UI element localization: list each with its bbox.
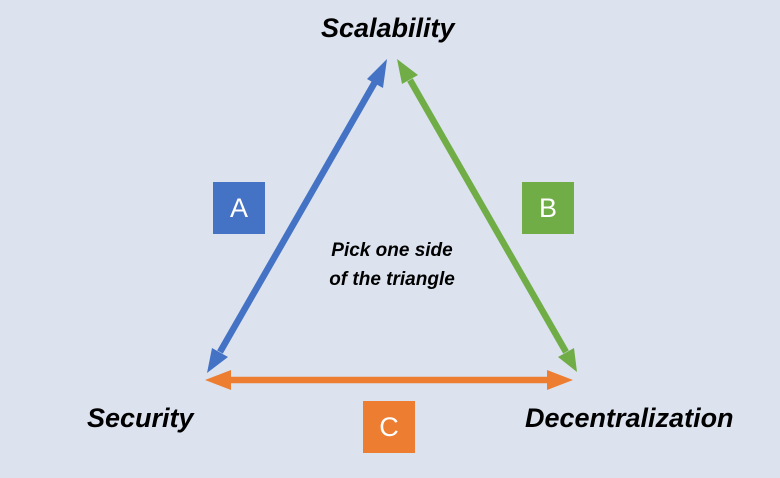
side-a-arrow — [207, 59, 387, 373]
side-c-arrowhead-right — [547, 370, 573, 390]
side-c-badge: C — [363, 401, 415, 453]
vertex-label-decentralization: Decentralization — [525, 403, 734, 433]
side-b-badge: B — [522, 182, 574, 234]
side-a-badge: A — [213, 182, 265, 234]
vertex-label-scalability: Scalability — [321, 13, 455, 43]
vertex-label-security: Security — [87, 403, 194, 433]
side-b-arrowhead-top — [397, 59, 418, 84]
side-c-arrowhead-left — [205, 370, 231, 390]
side-b-arrowhead-bottom — [558, 348, 577, 372]
side-a-arrowhead-top — [367, 59, 387, 88]
side-b-arrow — [397, 59, 577, 372]
side-c-arrow — [205, 370, 573, 390]
center-note-line-2: of the triangle — [329, 269, 455, 290]
side-a-arrowhead-bottom — [207, 348, 228, 373]
center-note: Pick one side of the triangle — [282, 236, 502, 294]
center-note-line-1: Pick one side — [331, 240, 453, 261]
